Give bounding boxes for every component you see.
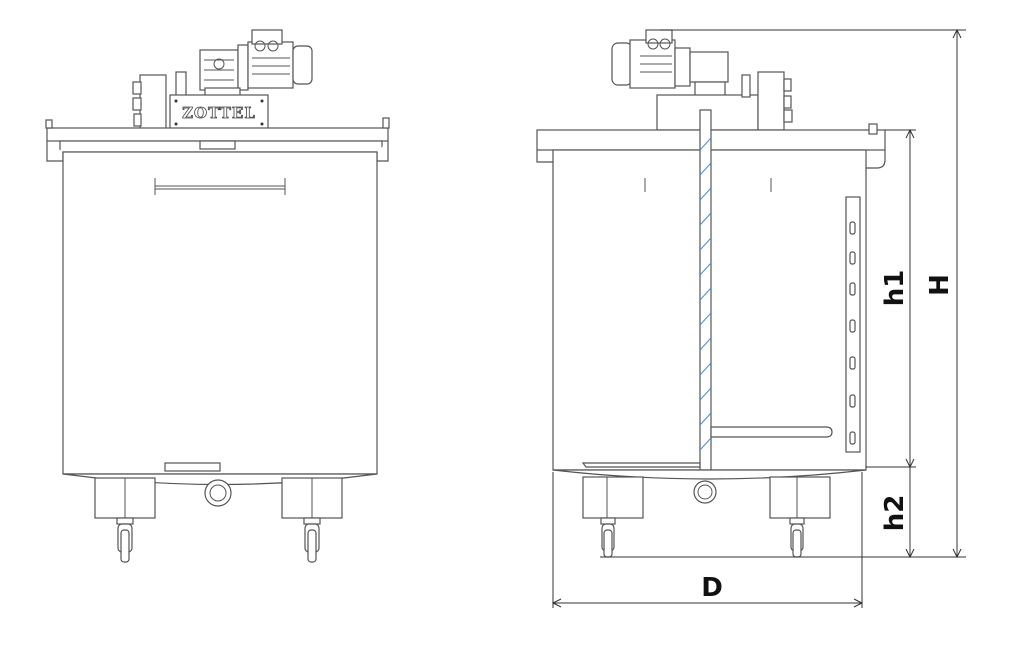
zottel-logo: ZOTTEL: [182, 104, 256, 122]
label-H: H: [925, 274, 955, 296]
upper-paddle: [710, 426, 833, 438]
handle: [154, 178, 286, 195]
bottom-paddle: [581, 462, 701, 468]
caster-right: [303, 517, 321, 563]
motor-assembly: ZOTTEL: [132, 29, 313, 131]
tank-body: [62, 151, 378, 475]
valve-handle: [164, 462, 221, 472]
side-section-view: [536, 29, 886, 558]
label-D: D: [701, 573, 723, 603]
dimension-H: [952, 28, 962, 559]
label-h1: h1: [880, 270, 910, 307]
dimensions: D H h1 h2: [551, 28, 966, 608]
drain-valve: [204, 479, 232, 507]
label-h2: h2: [880, 495, 910, 532]
dimension-h1-h2: [905, 128, 915, 559]
logo-plate: [169, 94, 269, 131]
caster-left: [116, 517, 134, 563]
level-gauge: [845, 196, 861, 453]
caster-side-left: [600, 517, 616, 558]
dimension-D: [551, 598, 864, 608]
caster-side-right: [789, 517, 805, 558]
front-view: ZOTTEL: [45, 29, 390, 563]
